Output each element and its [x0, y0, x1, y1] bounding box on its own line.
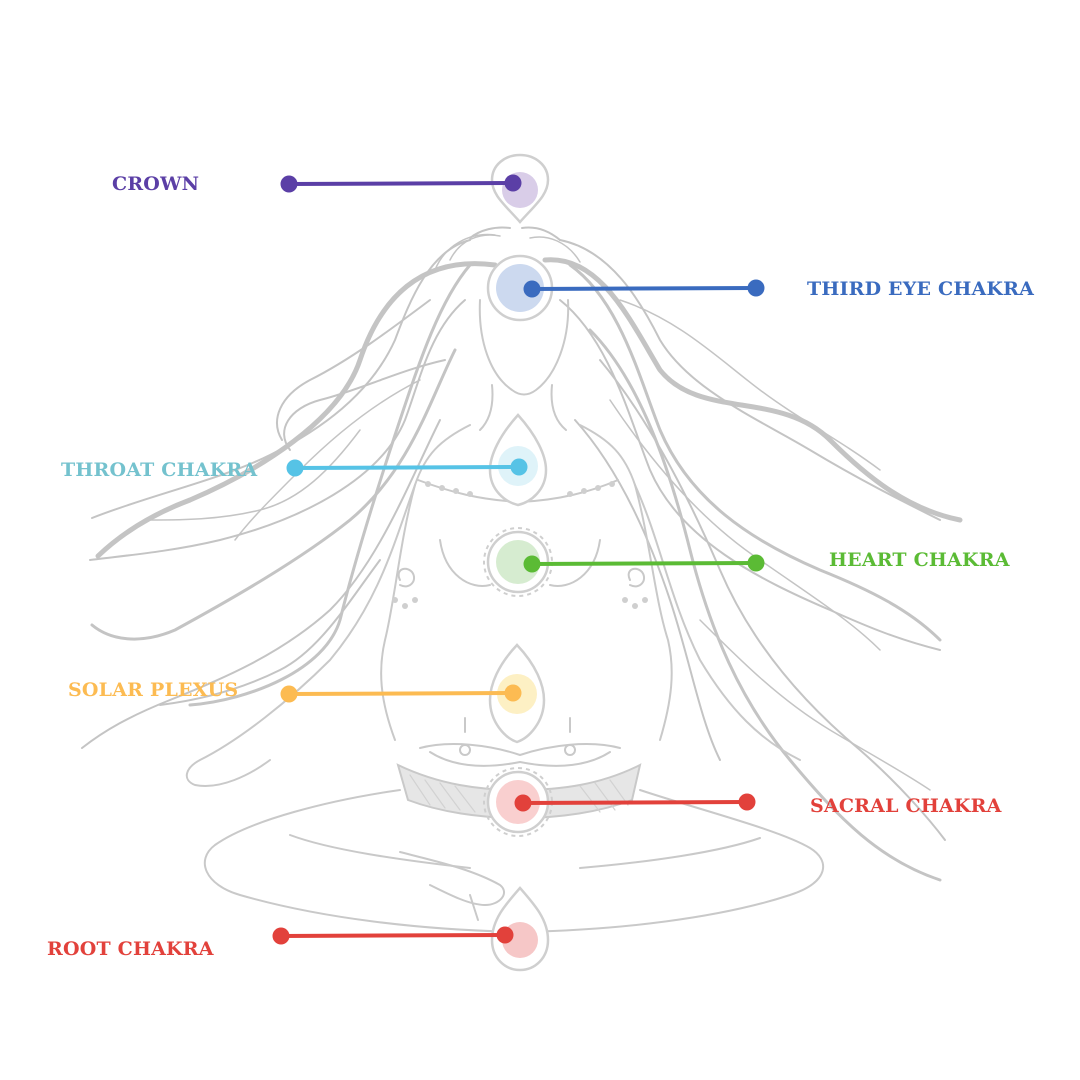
chakra-dot-outer-heart — [747, 554, 765, 572]
chakra-markers — [272, 172, 765, 958]
torso-outline — [380, 424, 673, 741]
right-arm-outline — [634, 484, 801, 761]
foot-outline — [399, 851, 505, 921]
hair-top — [434, 226, 581, 271]
chakra-label-sacral: SACRAL CHAKRA — [810, 795, 1002, 817]
chest-outline — [439, 539, 601, 587]
waist-ornament — [419, 717, 621, 767]
neck-outline — [479, 384, 567, 431]
chakra-marker-root — [272, 922, 538, 958]
chakra-label-root: ROOT CHAKRA — [47, 938, 214, 960]
chakra-dot-outer-root — [272, 927, 290, 945]
chakra-marker-crown — [280, 172, 538, 208]
chakra-label-heart: HEART CHAKRA — [829, 549, 1010, 571]
left-arm-ornament — [392, 567, 418, 609]
left-arm-outline — [185, 484, 416, 787]
chakra-dot-inner-throat — [510, 458, 528, 476]
chakra-leader-line-solar-plexus — [288, 691, 514, 696]
chakra-label-crown: CROWN — [112, 173, 200, 195]
chakra-leader-line-throat — [294, 465, 520, 470]
chakra-dot-inner-crown — [504, 174, 522, 192]
chakra-leader-line-third-eye — [531, 286, 757, 291]
chakra-leader-line-heart — [531, 561, 757, 566]
chakra-glow-heart — [496, 540, 540, 584]
chakra-dot-inner-sacral — [514, 794, 532, 812]
chakra-dot-outer-solar-plexus — [280, 685, 298, 703]
chakra-glow-third-eye — [496, 264, 544, 312]
chakra-leader-line-sacral — [522, 800, 748, 805]
face-outline — [478, 299, 570, 396]
chakra-marker-sacral — [496, 780, 756, 824]
inner-leg-outline — [289, 834, 761, 869]
chakra-marker-solar-plexus — [280, 674, 537, 714]
chakra-dot-inner-heart — [523, 555, 541, 573]
chakra-label-throat: THROAT CHAKRA — [61, 459, 258, 481]
chakra-leader-line-crown — [288, 181, 514, 186]
chakra-label-solar-plexus: SOLAR PLEXUS — [68, 679, 239, 701]
chakra-dot-inner-solar-plexus — [504, 684, 522, 702]
necklace-dots — [425, 481, 615, 497]
chakra-marker-third-eye — [496, 264, 765, 312]
chakra-leader-line-root — [280, 933, 506, 938]
chakra-dot-outer-throat — [286, 459, 304, 477]
chakra-label-third-eye: THIRD EYE CHAKRA — [807, 278, 1035, 300]
right-arm-ornament — [622, 567, 648, 609]
chakra-dot-inner-third-eye — [523, 280, 541, 298]
chakra-marker-throat — [286, 446, 538, 486]
chakra-dot-outer-third-eye — [747, 279, 765, 297]
chakra-dot-inner-root — [496, 926, 514, 944]
chakra-dot-outer-sacral — [738, 793, 756, 811]
chakra-marker-heart — [496, 540, 765, 584]
hair-left — [81, 239, 498, 749]
chakra-dot-outer-crown — [280, 175, 298, 193]
